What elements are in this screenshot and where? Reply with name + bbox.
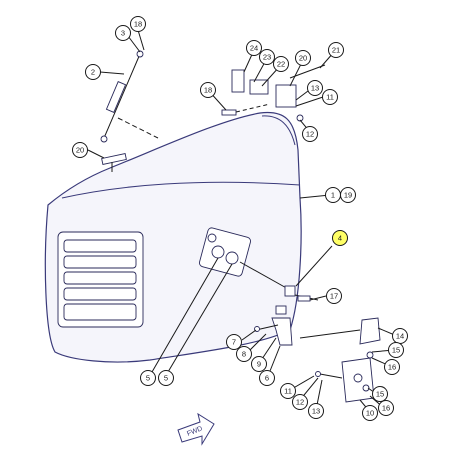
svg-text:21: 21 [332, 46, 340, 55]
lower-latch-bracket [254, 305, 293, 346]
callout-13b[interactable]: 13 [308, 403, 324, 419]
svg-text:6: 6 [265, 374, 269, 383]
strut-bracket-lower [101, 153, 127, 172]
callout-20[interactable]: 20 [72, 142, 88, 158]
callout-24[interactable]: 24 [246, 40, 262, 56]
hood-top-edge [61, 181, 301, 199]
callout-12[interactable]: 12 [302, 126, 318, 142]
svg-text:10: 10 [366, 409, 374, 418]
callout-1[interactable]: 1 [325, 187, 341, 203]
callout-20b[interactable]: 20 [295, 50, 311, 66]
svg-text:20: 20 [76, 146, 84, 155]
svg-text:11: 11 [326, 93, 334, 102]
louver-2 [63, 255, 137, 269]
bracket-14 [359, 317, 381, 345]
svg-text:23: 23 [263, 53, 271, 62]
callout-11b[interactable]: 11 [280, 383, 296, 399]
svg-text:20: 20 [299, 54, 307, 63]
callout-14[interactable]: 14 [392, 328, 408, 344]
callout-8[interactable]: 8 [236, 346, 252, 362]
svg-text:18: 18 [204, 86, 212, 95]
strut-ball-bottom [100, 135, 108, 143]
bracket-22 [249, 79, 269, 95]
callout-15a[interactable]: 15 [388, 342, 404, 358]
callout-6[interactable]: 6 [259, 370, 275, 386]
strut-ball-top [136, 50, 144, 58]
louver-1 [63, 239, 137, 253]
callout-12b[interactable]: 12 [292, 394, 308, 410]
callout-21[interactable]: 21 [328, 42, 344, 58]
svg-text:18: 18 [134, 20, 142, 29]
callout-10[interactable]: 10 [362, 405, 378, 421]
svg-text:22: 22 [277, 60, 285, 69]
svg-text:15: 15 [376, 390, 384, 399]
latch-bushing [284, 285, 296, 297]
svg-text:11: 11 [284, 387, 292, 396]
pivot-bolt [207, 233, 217, 243]
svg-text:15: 15 [392, 346, 400, 355]
bracket-24 [231, 69, 245, 93]
callout-19[interactable]: 19 [340, 187, 356, 203]
louver-4 [63, 287, 137, 301]
latch-pin [297, 295, 311, 302]
callout-15b[interactable]: 15 [372, 386, 388, 402]
svg-text:19: 19 [344, 191, 352, 200]
callout-11[interactable]: 11 [322, 89, 338, 105]
louver-3 [63, 271, 137, 285]
svg-text:8: 8 [242, 350, 246, 359]
callout-16b[interactable]: 16 [378, 400, 394, 416]
svg-text:1: 1 [331, 191, 335, 200]
bracket-20 [275, 84, 297, 108]
callout-23[interactable]: 23 [259, 49, 275, 65]
svg-text:12: 12 [306, 130, 314, 139]
pivot-washer-1 [211, 245, 225, 259]
svg-text:14: 14 [396, 332, 404, 341]
upper-bracket-cluster [221, 64, 326, 122]
callout-16a[interactable]: 16 [384, 359, 400, 375]
callout-18b[interactable]: 18 [200, 82, 216, 98]
svg-text:13: 13 [311, 84, 319, 93]
callout-13[interactable]: 13 [307, 80, 323, 96]
striker-plate-assembly [315, 357, 375, 403]
engine-hood [44, 111, 302, 363]
svg-text:9: 9 [257, 360, 261, 369]
svg-text:24: 24 [250, 44, 258, 53]
callout-2[interactable]: 2 [85, 64, 101, 80]
callout-4-highlighted[interactable]: 4 [332, 230, 348, 246]
callout-22[interactable]: 22 [273, 56, 289, 72]
callout-9[interactable]: 9 [251, 356, 267, 372]
right-latch-bracket [299, 317, 381, 359]
svg-text:17: 17 [330, 292, 338, 301]
svg-text:13: 13 [312, 407, 320, 416]
callout-18[interactable]: 18 [130, 16, 146, 32]
svg-text:3: 3 [121, 29, 125, 38]
svg-text:12: 12 [296, 398, 304, 407]
louver-mesh [63, 303, 137, 321]
svg-text:5: 5 [164, 374, 168, 383]
svg-text:16: 16 [382, 404, 390, 413]
callout-3[interactable]: 3 [115, 25, 131, 41]
pin-18 [221, 109, 237, 116]
hood-pivot-assembly [151, 227, 291, 373]
svg-text:2: 2 [91, 68, 95, 77]
callout-5b[interactable]: 5 [158, 370, 174, 386]
forward-arrow: FWD [177, 412, 215, 446]
svg-text:16: 16 [388, 363, 396, 372]
svg-text:5: 5 [146, 374, 150, 383]
strut-body [105, 81, 127, 113]
svg-text:4: 4 [338, 234, 342, 243]
gas-strut [100, 50, 159, 143]
svg-text:7: 7 [232, 338, 236, 347]
callout-17[interactable]: 17 [326, 288, 342, 304]
callout-7[interactable]: 7 [226, 334, 242, 350]
hood-inner-edge [261, 115, 296, 146]
louver-grille [57, 231, 144, 328]
callout-5a[interactable]: 5 [140, 370, 156, 386]
pivot-washer-2 [225, 251, 239, 265]
